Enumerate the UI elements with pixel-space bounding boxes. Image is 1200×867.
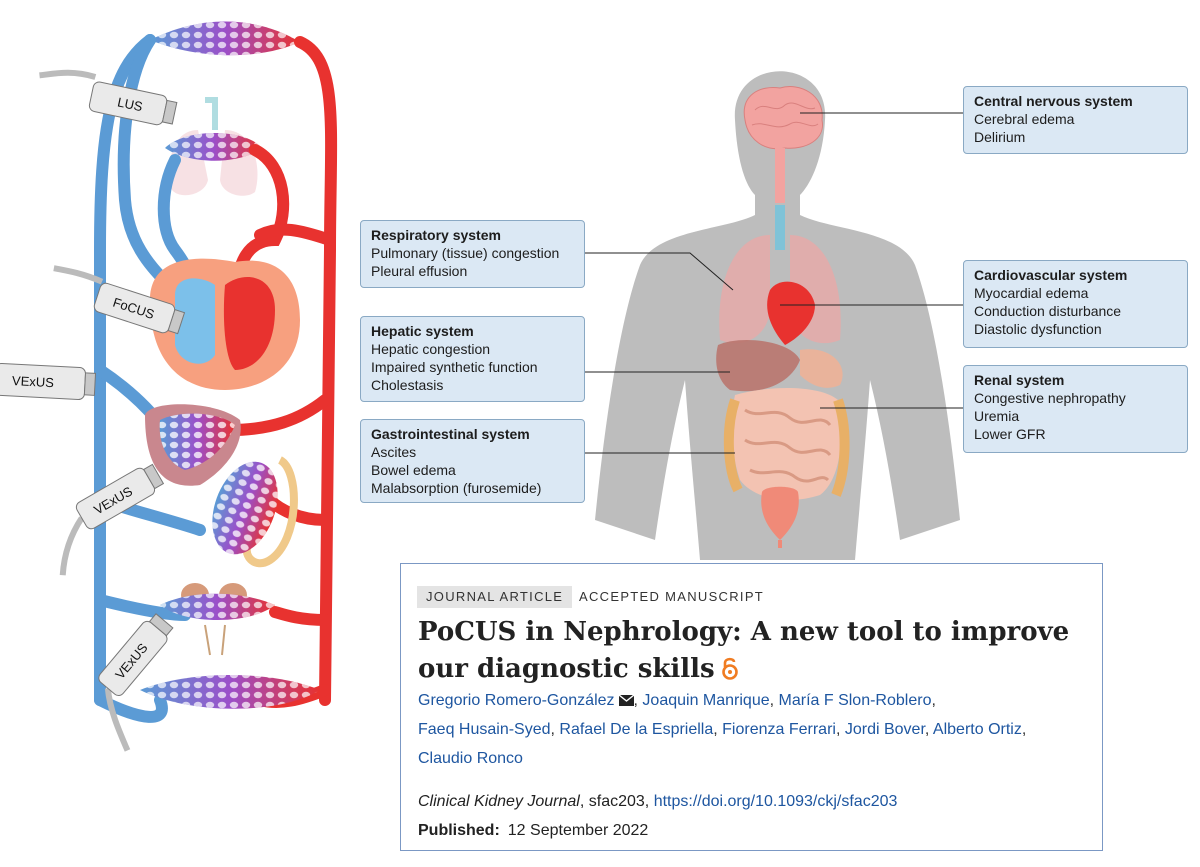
author-separator: , <box>835 721 845 738</box>
hepatic-item: Cholestasis <box>371 377 444 393</box>
organs-illustration <box>716 86 850 548</box>
author-link[interactable]: Alberto Ortiz <box>932 721 1022 738</box>
colon <box>723 398 850 497</box>
kidneys-illustration <box>160 583 275 656</box>
heart <box>767 281 815 345</box>
spinal-cord <box>775 148 785 203</box>
author-separator: , <box>924 721 933 738</box>
article-type-badge: JOURNAL ARTICLE <box>417 586 573 608</box>
vexus-probe-1: VExUS <box>0 362 97 401</box>
journal-name: Clinical Kidney Journal <box>418 793 580 810</box>
author-link[interactable]: Fiorenza Ferrari <box>722 721 836 738</box>
author-link[interactable]: María F Slon-Roblero <box>778 692 932 709</box>
hepatic-box: Hepatic system Hepatic congestion Impair… <box>360 316 585 402</box>
renal-item: Congestive nephropathy <box>974 390 1126 406</box>
renal-item: Uremia <box>974 408 1020 424</box>
svg-text:VExUS: VExUS <box>12 373 55 390</box>
cardiovascular-title: Cardiovascular system <box>974 267 1128 283</box>
author-list: Gregorio Romero-González, Joaquin Manriq… <box>418 686 1098 773</box>
gi-item: Ascites <box>371 444 417 460</box>
renal-box: Renal system Congestive nephropathy Urem… <box>963 365 1188 453</box>
renal-item: Lower GFR <box>974 426 1046 442</box>
hepatic-title: Hepatic system <box>371 323 474 339</box>
respiratory-item: Pulmonary (tissue) congestion <box>371 245 560 261</box>
author-link[interactable]: Jordi Bover <box>844 721 925 738</box>
published-label: Published: <box>418 822 500 839</box>
brain-illustration <box>743 86 823 150</box>
citation-separator: , <box>644 793 654 810</box>
heart-illustration <box>150 258 300 390</box>
lus-probe: LUS <box>39 69 178 126</box>
respiratory-item: Pleural effusion <box>371 263 468 279</box>
author-separator: , <box>713 721 723 738</box>
article-title-block: PoCUS in Nephrology: A new tool to impro… <box>418 614 1098 688</box>
article-id: sfac203 <box>588 793 645 810</box>
cns-box: Central nervous system Cerebral edema De… <box>963 86 1188 154</box>
author-link[interactable]: Claudio Ronco <box>418 750 523 767</box>
envelope-icon[interactable] <box>618 695 634 706</box>
gi-title: Gastrointestinal system <box>371 426 530 442</box>
citation-separator: , <box>579 793 589 810</box>
stomach <box>800 349 843 388</box>
hepatic-item: Hepatic congestion <box>371 341 491 357</box>
gi-item: Malabsorption (furosemide) <box>371 480 542 496</box>
cardiovascular-item: Myocardial edema <box>974 285 1089 301</box>
trachea <box>775 205 785 250</box>
renal-title: Renal system <box>974 372 1065 388</box>
doi-link[interactable]: https://doi.org/10.1093/ckj/sfac203 <box>653 793 898 810</box>
bladder <box>761 486 799 540</box>
cardiovascular-item: Diastolic dysfunction <box>974 321 1102 337</box>
author-link[interactable]: Rafael De la Espriella <box>559 721 714 738</box>
citation-line: Clinical Kidney Journal, sfac203, https:… <box>418 792 897 812</box>
author-separator: , <box>1021 721 1027 738</box>
cardiovascular-item: Conduction disturbance <box>974 303 1122 319</box>
leader-lines <box>583 112 963 454</box>
hepatic-item: Impaired synthetic function <box>371 359 538 375</box>
author-link[interactable]: Faeq Husain-Syed <box>418 721 551 738</box>
open-access-lock-icon <box>721 657 738 680</box>
respiratory-title: Respiratory system <box>371 227 501 243</box>
author-separator: , <box>550 721 560 738</box>
cns-item: Delirium <box>974 129 1026 145</box>
gi-box: Gastrointestinal system Ascites Bowel ed… <box>360 419 585 503</box>
published-date: 12 September 2022 <box>507 822 649 839</box>
article-title[interactable]: PoCUS in Nephrology: A new tool to impro… <box>418 617 1070 684</box>
liver <box>716 340 800 392</box>
cns-title: Central nervous system <box>974 93 1133 109</box>
cardiovascular-box: Cardiovascular system Myocardial edema C… <box>963 260 1188 348</box>
author-link[interactable]: Joaquin Manrique <box>642 692 770 709</box>
author-separator: , <box>633 692 643 709</box>
cns-item: Cerebral edema <box>974 111 1075 127</box>
circulation-schematic: LUS FoCUS VExUS VExUS VExUS <box>0 21 338 752</box>
author-link[interactable]: Gregorio Romero-González <box>418 692 615 709</box>
respiratory-box: Respiratory system Pulmonary (tissue) co… <box>360 220 585 288</box>
gut-illustration <box>212 456 298 568</box>
published-line: Published: 12 September 2022 <box>418 821 648 841</box>
author-separator: , <box>931 692 936 709</box>
svg-text:LUS: LUS <box>116 94 144 114</box>
gi-item: Bowel edema <box>371 462 456 478</box>
author-separator: , <box>769 692 779 709</box>
liver-illustration <box>145 404 241 486</box>
article-status-badge: ACCEPTED MANUSCRIPT <box>579 589 765 604</box>
article-card: JOURNAL ARTICLE ACCEPTED MANUSCRIPT PoCU… <box>400 563 1103 851</box>
focus-probe: FoCUS <box>53 265 186 335</box>
